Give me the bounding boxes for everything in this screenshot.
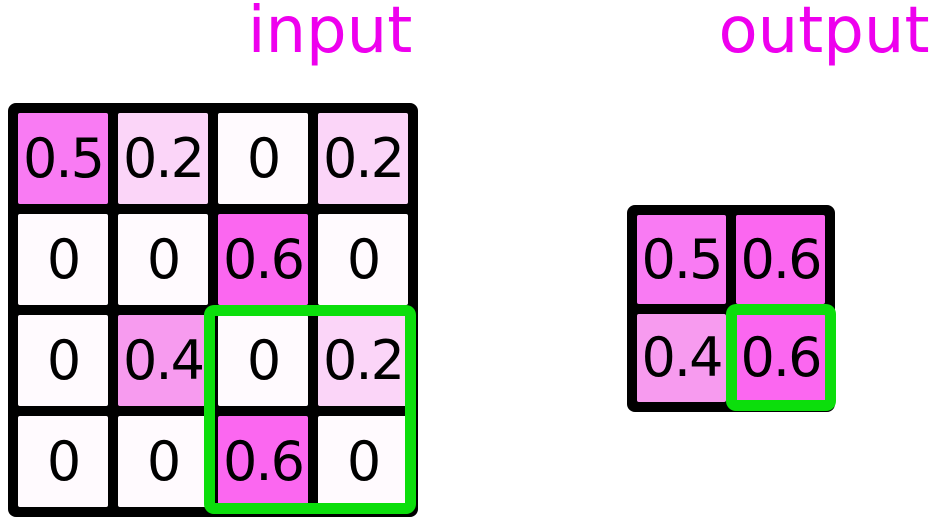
input-cell-r2c3: 0.2 xyxy=(318,315,408,406)
input-cell-r2c0: 0 xyxy=(18,315,108,406)
input-cell-r2c1: 0.4 xyxy=(118,315,208,406)
input-cell-r0c3: 0.2 xyxy=(318,113,408,204)
output-cell-r0c0: 0.5 xyxy=(637,215,726,304)
output-cell-r1c0: 0.4 xyxy=(637,313,726,402)
input-cell-r3c2: 0.6 xyxy=(218,416,308,507)
input-cell-r1c1: 0 xyxy=(118,214,208,305)
input-cell-r0c1: 0.2 xyxy=(118,113,208,204)
input-cell-r0c2: 0 xyxy=(218,113,308,204)
output-cell-r0c1: 0.6 xyxy=(736,215,825,304)
input-grid: 0.5 0.2 0 0.2 0 0 0.6 0 0 0.4 0 0.2 0 0 … xyxy=(8,103,418,517)
input-cell-r3c3: 0 xyxy=(318,416,408,507)
input-cell-r0c0: 0.5 xyxy=(18,113,108,204)
input-cell-r3c0: 0 xyxy=(18,416,108,507)
input-title: input xyxy=(247,0,413,68)
input-cell-r1c0: 0 xyxy=(18,214,108,305)
input-cell-r1c3: 0 xyxy=(318,214,408,305)
output-title: output xyxy=(718,0,930,68)
output-grid: 0.5 0.6 0.4 0.6 xyxy=(627,205,835,412)
input-cell-r2c2: 0 xyxy=(218,315,308,406)
output-cell-r1c1: 0.6 xyxy=(736,313,825,402)
input-cell-r1c2: 0.6 xyxy=(218,214,308,305)
input-cell-r3c1: 0 xyxy=(118,416,208,507)
